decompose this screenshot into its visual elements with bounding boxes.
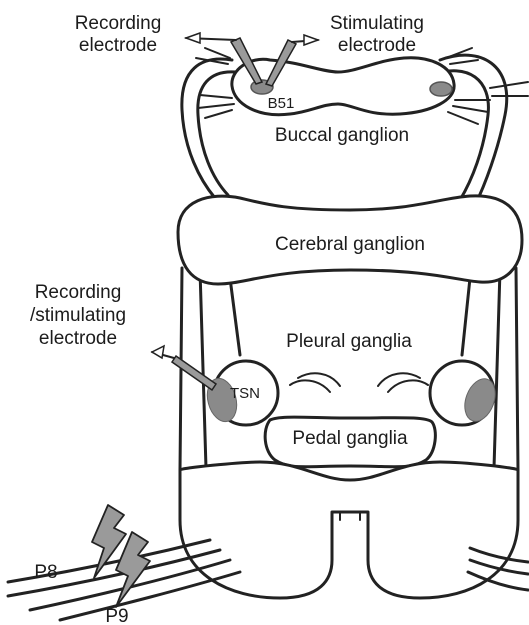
pedal-lower-lobes: [180, 462, 518, 598]
contralateral-b51-neuron: [430, 82, 452, 96]
rec-stim-electrode-label-3: electrode: [39, 328, 117, 349]
recording-stimulating-electrode-side: [152, 346, 216, 390]
p8-label: P8: [34, 562, 57, 583]
pleural-pedal-connectives: [290, 373, 428, 392]
stimulating-electrode-label-2: electrode: [338, 35, 416, 56]
recording-electrode-label-1: Recording: [75, 13, 162, 34]
pedal-ganglia-label: Pedal ganglia: [292, 428, 408, 449]
cerebral-ganglion-label: Cerebral ganglion: [275, 234, 425, 255]
buccal-cerebral-connective-left-inner: [198, 72, 236, 195]
recording-electrode-label-2: electrode: [79, 35, 157, 56]
pleural-ganglia-label: Pleural ganglia: [286, 331, 412, 352]
stimulating-electrode-label-1: Stimulating: [330, 13, 424, 34]
b51-label: B51: [268, 95, 295, 112]
p9-label: P9: [105, 606, 128, 625]
tsn-label: TSN: [230, 385, 260, 402]
buccal-ganglion-label: Buccal ganglion: [275, 125, 409, 146]
rec-stim-electrode-label-1: Recording: [35, 282, 122, 303]
rec-stim-electrode-label-2: /stimulating: [30, 305, 126, 326]
